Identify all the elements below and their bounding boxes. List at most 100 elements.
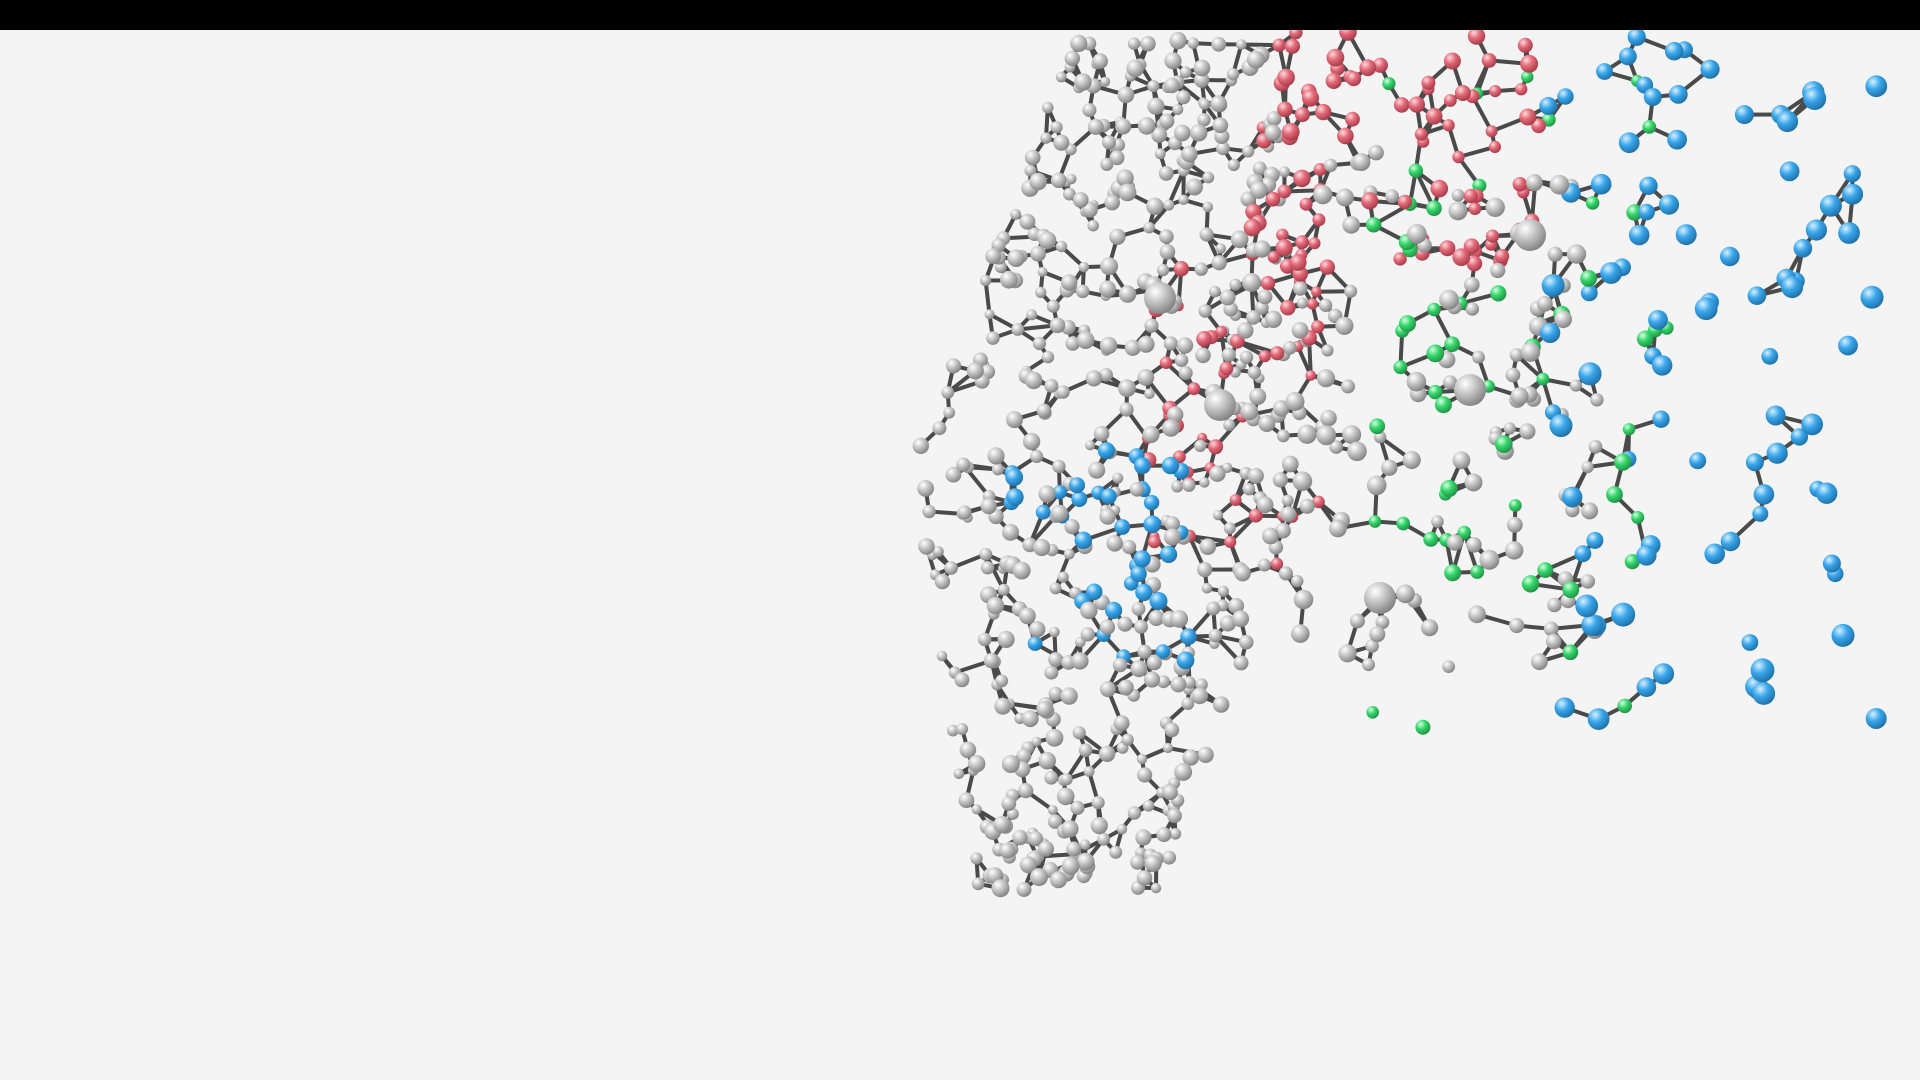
atom-blue	[1675, 224, 1697, 246]
atom-grey	[1075, 284, 1090, 299]
atom-grey	[1001, 755, 1020, 773]
atom-grey	[1204, 389, 1236, 421]
molecule-render[interactable]	[0, 30, 1920, 1080]
atom-red	[1276, 228, 1289, 242]
atom-grey	[1085, 370, 1103, 387]
atom-grey	[1158, 166, 1174, 181]
atom-blue	[1822, 554, 1841, 573]
atom-blue	[1161, 456, 1180, 475]
atom-red	[1315, 103, 1332, 121]
atom-green	[1426, 344, 1445, 363]
atom-blue	[1831, 623, 1855, 647]
atom-red	[1463, 188, 1478, 204]
atom-grey	[1176, 90, 1191, 105]
atom-blue	[1590, 173, 1612, 195]
atom-grey	[1212, 510, 1224, 521]
atom-red	[1312, 213, 1326, 227]
atom-grey	[1506, 516, 1523, 533]
atom-red	[1397, 194, 1413, 210]
atom-grey	[1443, 375, 1458, 390]
atom-grey	[1238, 634, 1254, 650]
atom-red	[1517, 37, 1533, 53]
atom-grey	[1439, 289, 1459, 310]
atom-blue	[1766, 442, 1788, 464]
atom-green	[1415, 719, 1431, 735]
atom-blue	[1781, 276, 1804, 299]
atom-grey	[1100, 157, 1114, 171]
atom-grey	[1146, 655, 1162, 671]
atom-grey	[1092, 53, 1108, 69]
atom-grey	[1183, 676, 1196, 689]
atom-blue	[1720, 531, 1741, 552]
atom-blue	[1143, 515, 1162, 534]
atom-blue	[1052, 485, 1067, 500]
atom-grey	[1335, 316, 1354, 335]
atom-grey	[1199, 477, 1210, 488]
atom-grey	[1147, 97, 1165, 115]
atom-grey	[1252, 161, 1267, 176]
atom-grey	[1362, 658, 1375, 672]
atom-red	[1372, 57, 1388, 73]
atom-grey	[1150, 882, 1162, 894]
atom-blue	[1838, 335, 1858, 356]
atom-green	[1470, 564, 1485, 579]
atom-grey	[1033, 538, 1051, 557]
atom-red	[1159, 356, 1173, 370]
atom-blue	[1176, 651, 1195, 670]
atom-grey	[1242, 483, 1256, 496]
atom-blue	[1574, 545, 1592, 563]
atom-red	[1452, 248, 1471, 266]
atom-blue	[1006, 488, 1024, 506]
atom-green	[1606, 486, 1623, 503]
atom-blue	[1561, 486, 1583, 507]
atom-green	[1537, 562, 1554, 578]
atom-grey	[1087, 219, 1099, 232]
atom-grey	[1050, 504, 1069, 523]
atom-grey	[1291, 574, 1304, 588]
atom-grey	[1281, 494, 1294, 507]
atom-red	[1519, 108, 1537, 126]
atom-grey	[1254, 300, 1269, 315]
atom-grey	[1112, 657, 1128, 673]
atom-grey	[986, 331, 1000, 345]
atom-grey	[1369, 626, 1386, 643]
atom-grey	[1042, 101, 1054, 114]
atom-grey	[1056, 385, 1070, 399]
atom-grey	[1171, 480, 1184, 493]
atom-grey	[1590, 393, 1604, 407]
atom-grey	[1468, 605, 1486, 624]
atom-grey	[1146, 197, 1164, 215]
atom-grey	[1291, 624, 1310, 643]
atom-blue	[1667, 129, 1687, 150]
atom-blue	[1664, 41, 1684, 61]
atom-blue	[1578, 362, 1602, 386]
atom-grey	[1060, 773, 1073, 786]
atom-grey	[1072, 726, 1086, 740]
atom-red	[1346, 71, 1362, 87]
atom-red	[1277, 184, 1292, 199]
atom-red	[1295, 235, 1309, 250]
atom-grey	[1341, 379, 1355, 394]
atom-grey	[1064, 50, 1081, 67]
atom-grey	[1581, 461, 1594, 474]
atom-grey	[1016, 748, 1032, 764]
atom-grey	[991, 879, 1010, 898]
atom-grey	[1121, 733, 1134, 746]
molecule-viewport[interactable]	[0, 30, 1920, 1080]
atom-grey	[1162, 742, 1173, 754]
atom-blue	[1618, 132, 1640, 154]
atom-grey	[1053, 134, 1070, 151]
atom-green	[1490, 285, 1507, 302]
atom-grey	[1174, 353, 1189, 368]
atom-grey	[918, 538, 935, 555]
atom-grey	[1046, 299, 1060, 313]
atom-grey	[1485, 197, 1505, 217]
atom-blue	[1596, 63, 1613, 80]
atom-blue	[1539, 96, 1558, 115]
atom-grey	[1164, 52, 1182, 70]
atom-blue	[1114, 519, 1131, 535]
atom-grey	[1299, 498, 1315, 514]
atom-green	[1562, 644, 1579, 661]
atom-grey	[1055, 240, 1068, 253]
atom-blue	[1636, 677, 1657, 697]
